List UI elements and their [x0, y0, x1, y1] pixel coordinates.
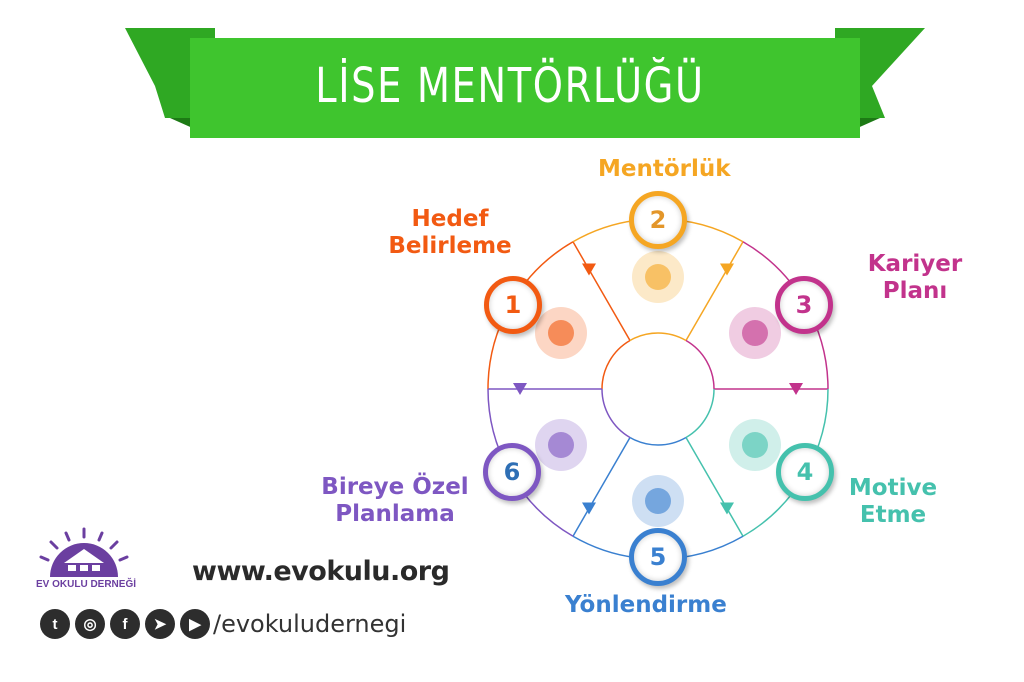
mentor-icon: [632, 251, 684, 303]
step-number-4: 4: [776, 443, 834, 501]
step-number-5: 5: [629, 528, 687, 586]
arrow-marker-icon: [720, 502, 734, 515]
page-title: LİSE MENTÖRLÜĞÜ: [315, 58, 705, 114]
brain-gears-icon: [535, 419, 588, 471]
telegram-icon[interactable]: ➤: [145, 609, 175, 639]
step-label-5: Yönlendirme: [565, 592, 727, 618]
divider-5: [572, 437, 631, 537]
businessman-flag-icon: [728, 419, 781, 471]
arrow-marker-icon: [720, 263, 734, 276]
divider-2: [685, 241, 744, 341]
puzzle-icon: [728, 307, 781, 359]
inner-arc-1: [601, 339, 631, 390]
step-number-3: 3: [775, 276, 833, 334]
arrow-marker-icon: [582, 502, 596, 515]
ev-okulu-logo: [39, 527, 129, 577]
inner-arc-2: [629, 332, 687, 342]
divider-4: [685, 437, 744, 537]
step-number-2: 2: [629, 191, 687, 249]
target-icon: [535, 307, 588, 359]
arrow-marker-icon: [582, 263, 596, 276]
inner-arc-5: [629, 436, 687, 446]
twitter-icon[interactable]: t: [40, 609, 70, 639]
title-ribbon: [125, 28, 925, 138]
arrow-marker-icon: [789, 383, 803, 395]
instagram-icon[interactable]: ◎: [75, 609, 105, 639]
step-label-2: Mentörlük: [598, 156, 731, 182]
divider-1: [572, 241, 631, 341]
inner-arc-3: [685, 339, 715, 390]
inner-arc-6: [601, 388, 631, 439]
youtube-icon[interactable]: ▶: [180, 609, 210, 639]
step-number-1: 1: [484, 276, 542, 334]
compass-icon: [632, 475, 684, 527]
website-link[interactable]: www.evokulu.org: [192, 556, 450, 587]
facebook-icon[interactable]: f: [110, 609, 140, 639]
arrow-marker-icon: [513, 383, 527, 395]
logo-text: EV OKULU DERNEĞİ: [36, 579, 137, 590]
social-handle[interactable]: /evokuludernegi: [213, 610, 407, 638]
inner-arc-4: [685, 388, 715, 439]
step-number-6: 6: [483, 443, 541, 501]
